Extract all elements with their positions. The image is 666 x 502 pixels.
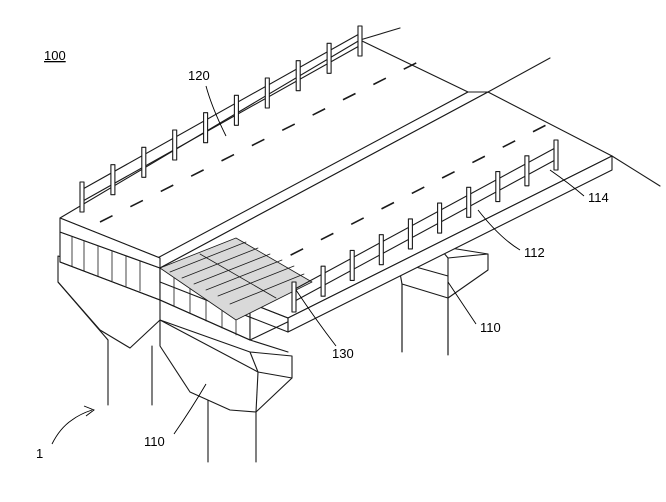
railing-post <box>264 77 270 109</box>
lane-markings <box>99 55 561 287</box>
railing-post <box>466 186 472 218</box>
railing-post <box>295 60 301 92</box>
pier-left-front <box>159 319 293 463</box>
leader-grating-module <box>295 289 337 347</box>
leader-bridge-assembly <box>51 409 93 445</box>
railing-post <box>110 164 116 196</box>
railing-rail <box>81 44 361 203</box>
railing-post <box>172 129 178 161</box>
grating-module <box>159 237 313 321</box>
leader-deck-upper <box>205 85 227 137</box>
leader-railing <box>549 169 585 197</box>
railing-rail <box>293 146 557 291</box>
label-deck-upper: 120 <box>188 68 210 83</box>
label-deck-edge: 112 <box>524 245 545 260</box>
railing-post <box>378 234 384 266</box>
label-grating-module: 130 <box>332 346 354 361</box>
railing-post <box>291 281 297 313</box>
label-pier-right: 110 <box>480 320 501 335</box>
railing-post <box>495 171 501 203</box>
railing-post <box>141 146 147 178</box>
label-railing: 114 <box>588 190 609 205</box>
railing-post <box>320 265 326 297</box>
leader-deck-edge <box>477 209 521 251</box>
railing-near <box>291 139 559 313</box>
railing-post <box>357 25 363 57</box>
railing-post <box>233 94 239 126</box>
arrowhead-bridge-assembly <box>83 405 95 417</box>
railing-post <box>437 202 443 234</box>
railing-post <box>524 155 530 187</box>
railing-rail <box>81 32 361 191</box>
leader-pier-right <box>447 281 477 325</box>
railing-post <box>326 42 332 74</box>
railing-post <box>407 218 413 250</box>
figure-number-label: 100 <box>44 48 66 63</box>
railing-far <box>79 25 363 213</box>
label-pier-left: 110 <box>144 434 165 449</box>
railing-post <box>79 181 85 213</box>
reference-labels: 100 120 114 112 110 130 110 1 <box>36 48 609 461</box>
railing-post <box>349 249 355 281</box>
label-bridge-assembly: 1 <box>36 446 43 461</box>
railing-rail <box>293 158 557 303</box>
railing-post <box>553 139 559 171</box>
leader-pier-left <box>173 383 207 435</box>
railing-post <box>203 112 209 144</box>
